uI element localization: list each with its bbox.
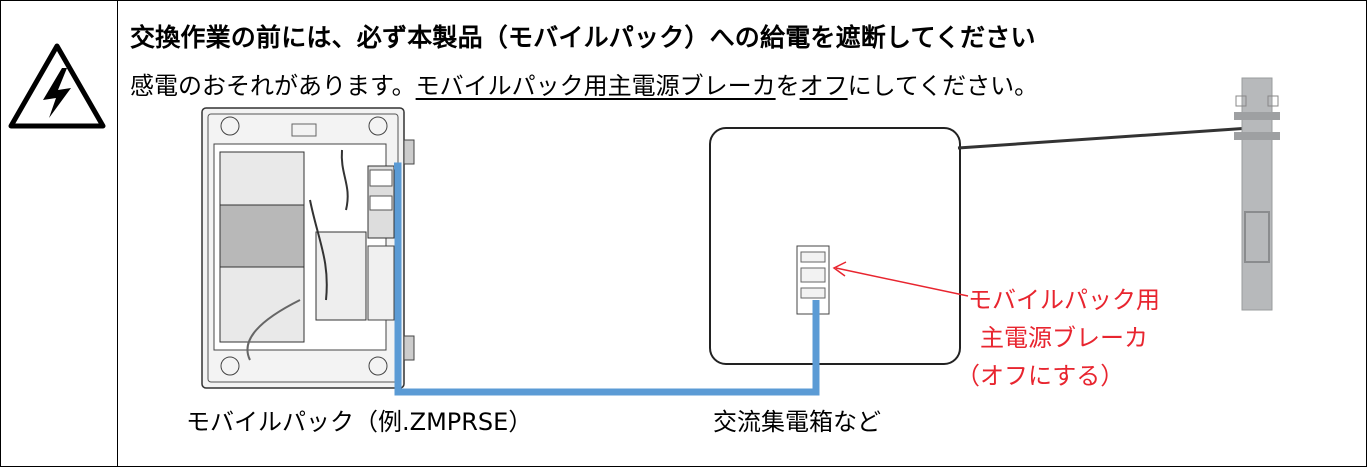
- ac-box-caption: 交流集電箱など: [713, 408, 881, 436]
- ac-collection-box: [709, 127, 961, 365]
- breaker-label-line1: モバイルパック用: [968, 286, 1160, 314]
- body-intro: 感電のおそれがあります。: [130, 72, 416, 100]
- connection-cable: [394, 162, 820, 396]
- breaker-label-line2: 主電源ブレーカ: [980, 324, 1148, 352]
- mobile-pack-illustration: [201, 107, 415, 389]
- breaker-label-line3: （オフにする）: [956, 362, 1125, 390]
- breaker-name: モバイルパック用主電源ブレーカ: [415, 72, 776, 100]
- off-action: オフ: [799, 72, 848, 100]
- body-ending: にしてください。: [847, 72, 1039, 100]
- warning-title: 交換作業の前には、必ず本製品（モバイルパック）への給電を遮断してください: [130, 23, 1036, 52]
- warning-body: 感電のおそれがあります。モバイルパック用主電源ブレーカをオフにしてください。: [130, 66, 1038, 101]
- service-line: [957, 126, 1251, 150]
- utility-pole: [1234, 77, 1280, 311]
- body-particle: を: [775, 72, 800, 100]
- column-divider: [117, 0, 118, 467]
- breaker-callout: [832, 261, 969, 297]
- electric-shock-warning-icon: [8, 43, 106, 129]
- mobile-pack-caption: モバイルパック（例.ZMPRSE）: [186, 408, 533, 436]
